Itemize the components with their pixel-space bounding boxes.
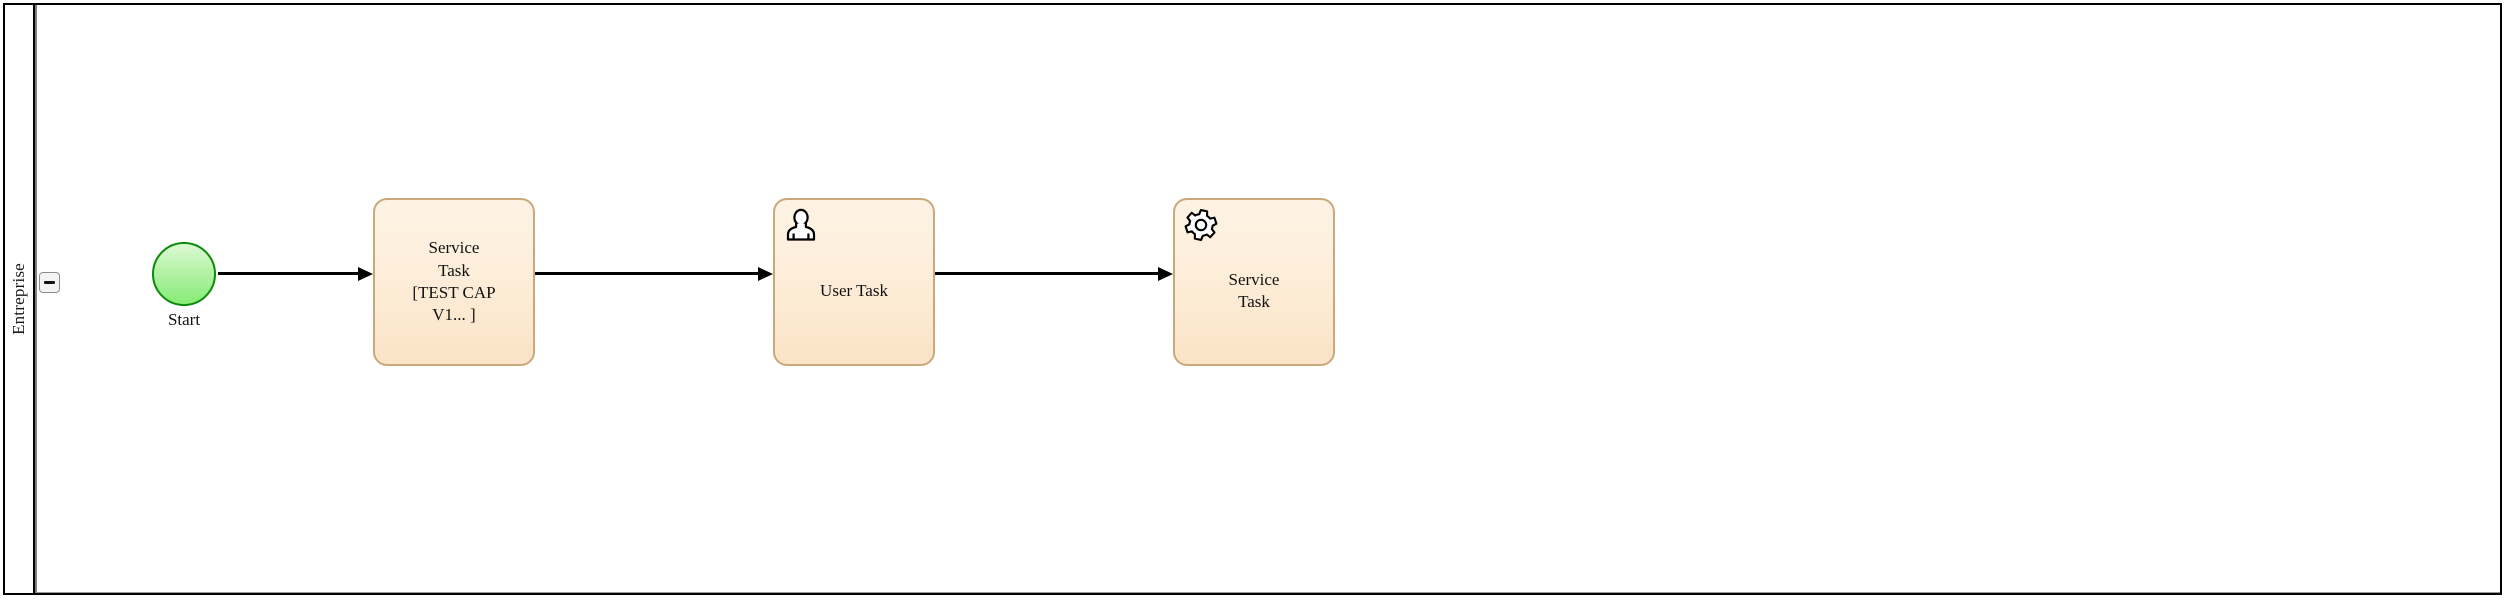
task-service-2[interactable]: Service Task [1173, 198, 1335, 366]
start-event-circle [152, 242, 216, 306]
task-user-1[interactable]: User Task [773, 198, 935, 366]
task-service-1-label: Service Task [TEST CAP V1... ] [412, 238, 496, 325]
arrowhead-icon [1158, 266, 1173, 281]
arrowhead-icon [758, 266, 773, 281]
sequence-flow-2[interactable] [535, 264, 773, 284]
lane-label: Entreprise [9, 263, 29, 335]
start-event[interactable]: Start [152, 242, 216, 329]
sequence-flow-3[interactable] [935, 264, 1173, 284]
collapse-lane-button[interactable] [39, 272, 60, 293]
user-icon [784, 208, 818, 242]
minus-icon [44, 280, 55, 285]
start-event-label: Start [167, 310, 201, 329]
lane-header: Entreprise [5, 5, 35, 593]
sequence-flow-1[interactable] [218, 264, 373, 284]
flow-line [218, 272, 358, 275]
task-user-1-label: User Task [820, 280, 888, 300]
arrowhead-icon [358, 266, 373, 281]
task-service-2-label: Service Task [1228, 269, 1280, 311]
flow-line [935, 272, 1158, 275]
task-service-1[interactable]: Service Task [TEST CAP V1... ] [373, 198, 535, 366]
gear-icon [1184, 208, 1218, 242]
flow-line [535, 272, 758, 275]
